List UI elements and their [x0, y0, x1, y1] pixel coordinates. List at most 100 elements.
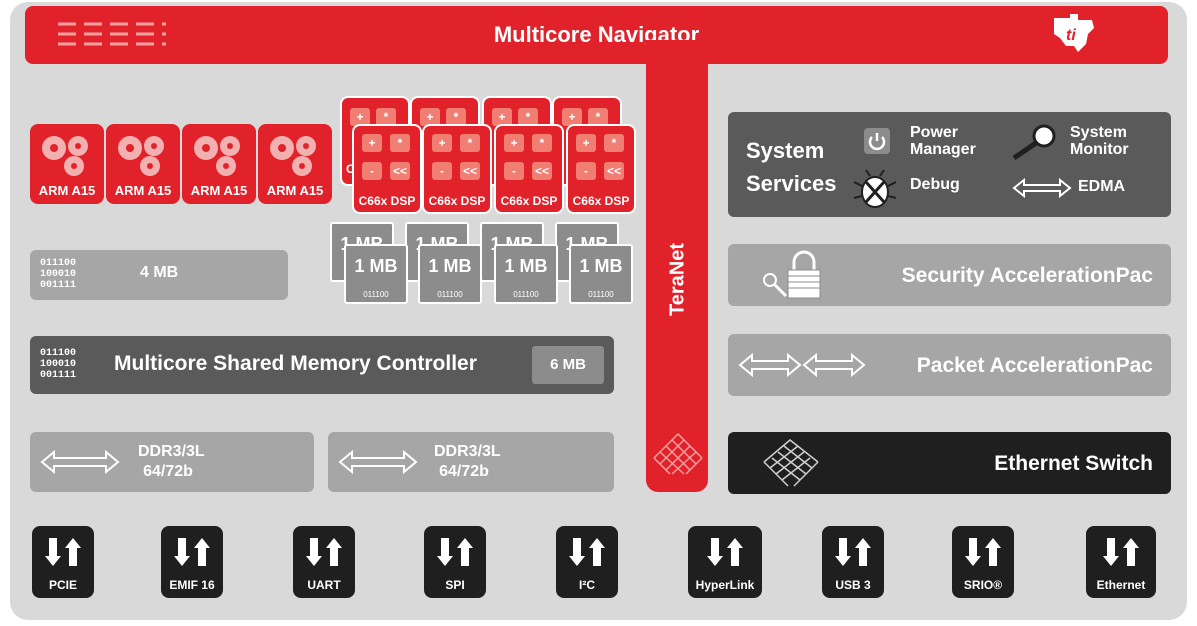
teranet-bus	[646, 40, 708, 492]
bidirectional-arrow-icon	[174, 538, 210, 566]
io-peripheral-usb3: USB 3	[822, 526, 884, 598]
op-mult: *	[376, 108, 396, 126]
op-plus: +	[576, 134, 596, 152]
op-minus: -	[504, 162, 524, 180]
l2-size: 1 MB	[354, 256, 398, 276]
multicore-navigator-bar	[25, 6, 1168, 64]
op-mult: *	[518, 108, 538, 126]
op-shift: <<	[390, 162, 410, 180]
dsp-label: C66x DSP	[358, 194, 416, 208]
io-peripheral-srio: SRIO®	[952, 526, 1014, 598]
navigator-title: Multicore Navigator	[493, 22, 700, 47]
double-arrow-icon	[738, 352, 866, 378]
arm-core: ARM A15	[30, 124, 104, 204]
l2-size: 1 MB	[428, 256, 472, 276]
op-mult: *	[446, 108, 466, 126]
io-peripheral-i2c: I²C	[556, 526, 618, 598]
arm-label: ARM A15	[38, 183, 96, 198]
bidirectional-arrow-icon	[1103, 538, 1139, 566]
op-plus: +	[492, 108, 512, 126]
io-peripheral-pcie: PCIE	[32, 526, 94, 598]
io-label: UART	[307, 578, 341, 592]
io-peripheral-emif16: EMIF 16	[161, 526, 223, 598]
op-plus: +	[432, 134, 452, 152]
io-label: SPI	[445, 578, 465, 592]
double-arrow-icon	[338, 450, 418, 474]
dsp-label: C66x DSP	[428, 194, 486, 208]
svg-text:ti: ti	[1066, 27, 1076, 44]
op-shift: <<	[604, 162, 624, 180]
op-plus: +	[562, 108, 582, 126]
magnifier-icon	[1012, 124, 1056, 161]
arm-label: ARM A15	[266, 183, 324, 198]
io-peripheral-spi: SPI	[424, 526, 486, 598]
sram-size: 4 MB	[140, 264, 179, 281]
security-accelerationpac: Security AccelerationPac	[728, 244, 1171, 306]
l2-memory: 1 MB 011100	[418, 244, 482, 304]
l2-bits: 011100	[363, 290, 389, 299]
gears-icon	[118, 136, 164, 176]
bidirectional-arrow-icon	[569, 538, 605, 566]
ethernet-switch: Ethernet Switch	[728, 432, 1171, 494]
op-mult: *	[460, 134, 480, 152]
packet-accelerationpac: Packet AccelerationPac	[728, 334, 1171, 396]
bidirectional-arrow-icon	[45, 538, 81, 566]
io-label: SRIO®	[963, 578, 1003, 592]
dsp-label: C66x DSP	[572, 194, 630, 208]
msmc-size: 6 MB	[532, 346, 604, 384]
bug-icon	[853, 169, 897, 208]
op-mult: *	[532, 134, 552, 152]
msmc-title: Multicore Shared Memory Controller	[114, 352, 477, 375]
mesh-icon	[763, 439, 819, 487]
ti-logo-icon: ti	[1048, 12, 1098, 59]
power-icon	[864, 128, 890, 154]
arm-label: ARM A15	[190, 183, 248, 198]
bidirectional-arrow-icon	[835, 538, 871, 566]
gears-icon	[194, 136, 240, 176]
op-mult: *	[604, 134, 624, 152]
arm-core: ARM A15	[106, 124, 180, 204]
dsp-back-label: C	[346, 162, 355, 176]
op-shift: <<	[460, 162, 480, 180]
navigator-dash-icon	[58, 22, 178, 55]
io-peripheral-uart: UART	[293, 526, 355, 598]
io-label: PCIE	[48, 578, 77, 592]
security-label: Security AccelerationPac	[901, 264, 1153, 287]
io-peripheral-ethernet: Ethernet	[1086, 526, 1156, 598]
op-minus: -	[432, 162, 452, 180]
dsp-core: + * - << C66x DSP	[566, 124, 636, 214]
op-shift: <<	[532, 162, 552, 180]
ethernet-switch-label: Ethernet Switch	[994, 452, 1153, 475]
l2-size: 1 MB	[504, 256, 548, 276]
dsp-core: + * - << C66x DSP	[494, 124, 564, 214]
io-label: EMIF 16	[169, 578, 215, 592]
l2-memory: 1 MB 011100	[344, 244, 408, 304]
arm-core: ARM A15	[258, 124, 332, 204]
bidirectional-arrow-icon	[306, 538, 342, 566]
dsp-label: C66x DSP	[500, 194, 558, 208]
arm-core: ARM A15	[182, 124, 256, 204]
l2-bits: 011100	[437, 290, 463, 299]
op-plus: +	[362, 134, 382, 152]
l2-bits: 011100	[588, 290, 614, 299]
op-plus: +	[350, 108, 370, 126]
io-peripheral-hyperlink: HyperLink	[688, 526, 762, 598]
op-plus: +	[420, 108, 440, 126]
edma-label: EDMA	[1078, 178, 1126, 195]
bidirectional-arrow-icon	[707, 538, 743, 566]
teranet-mesh-icon	[650, 430, 706, 481]
op-mult: *	[588, 108, 608, 126]
teranet-label: TeraNet	[666, 243, 689, 316]
op-minus: -	[576, 162, 596, 180]
op-plus: +	[504, 134, 524, 152]
